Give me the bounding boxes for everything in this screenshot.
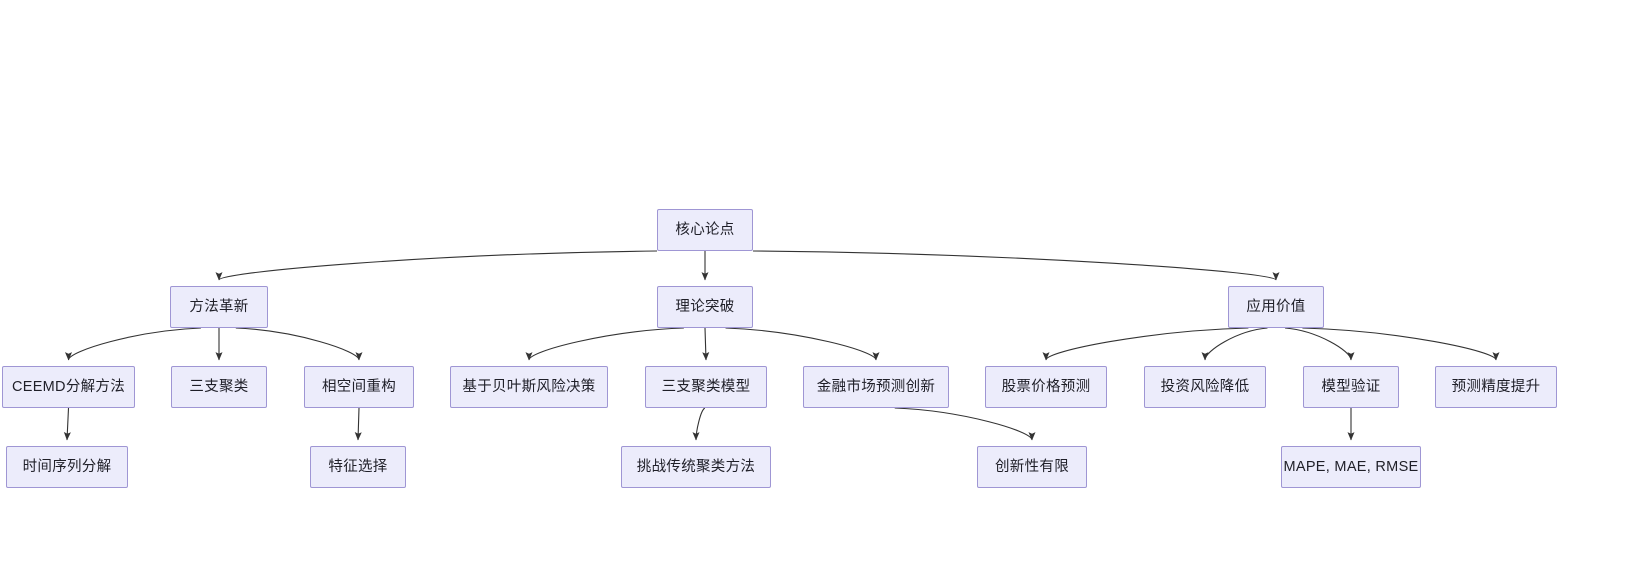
node-twmodel[interactable]: 三支聚类模型 <box>645 366 767 408</box>
node-label-risk: 投资风险降低 <box>1160 378 1250 395</box>
node-label-challenge: 挑战传统聚类方法 <box>636 458 756 475</box>
node-finance[interactable]: 金融市场预测创新 <box>803 366 949 408</box>
node-label-tsdecomp: 时间序列分解 <box>22 458 112 475</box>
node-tsdecomp[interactable]: 时间序列分解 <box>6 446 128 488</box>
node-label-bayes: 基于贝叶斯风险决策 <box>462 378 596 395</box>
node-label-ceemd: CEEMD分解方法 <box>11 378 126 395</box>
node-label-method: 方法革新 <box>189 298 249 315</box>
node-ceemd[interactable]: CEEMD分解方法 <box>2 366 135 408</box>
node-risk[interactable]: 投资风险降低 <box>1144 366 1266 408</box>
node-challenge[interactable]: 挑战传统聚类方法 <box>621 446 771 488</box>
node-label-feature: 特征选择 <box>328 458 388 475</box>
node-limited[interactable]: 创新性有限 <box>977 446 1087 488</box>
node-metrics[interactable]: MAPE, MAE, RMSE <box>1281 446 1421 488</box>
node-theory[interactable]: 理论突破 <box>657 286 753 328</box>
node-validate[interactable]: 模型验证 <box>1303 366 1399 408</box>
node-phase[interactable]: 相空间重构 <box>304 366 414 408</box>
node-label-stock: 股票价格预测 <box>1001 378 1091 395</box>
node-label-finance: 金融市场预测创新 <box>816 378 936 395</box>
node-label-validate: 模型验证 <box>1321 378 1381 395</box>
node-accuracy[interactable]: 预测精度提升 <box>1435 366 1557 408</box>
node-bayes[interactable]: 基于贝叶斯风险决策 <box>450 366 608 408</box>
node-label-application: 应用价值 <box>1246 298 1306 315</box>
node-feature[interactable]: 特征选择 <box>310 446 406 488</box>
node-label-phase: 相空间重构 <box>322 378 396 395</box>
node-label-metrics: MAPE, MAE, RMSE <box>1283 458 1419 475</box>
node-stock[interactable]: 股票价格预测 <box>985 366 1107 408</box>
node-label-threeway: 三支聚类 <box>189 378 249 395</box>
node-application[interactable]: 应用价值 <box>1228 286 1324 328</box>
node-label-theory: 理论突破 <box>675 298 735 315</box>
node-label-limited: 创新性有限 <box>995 458 1069 475</box>
node-label-root: 核心论点 <box>675 221 735 238</box>
node-method[interactable]: 方法革新 <box>170 286 268 328</box>
node-threeway[interactable]: 三支聚类 <box>171 366 267 408</box>
node-label-accuracy: 预测精度提升 <box>1451 378 1541 395</box>
node-root[interactable]: 核心论点 <box>657 209 753 251</box>
node-label-twmodel: 三支聚类模型 <box>661 378 751 395</box>
